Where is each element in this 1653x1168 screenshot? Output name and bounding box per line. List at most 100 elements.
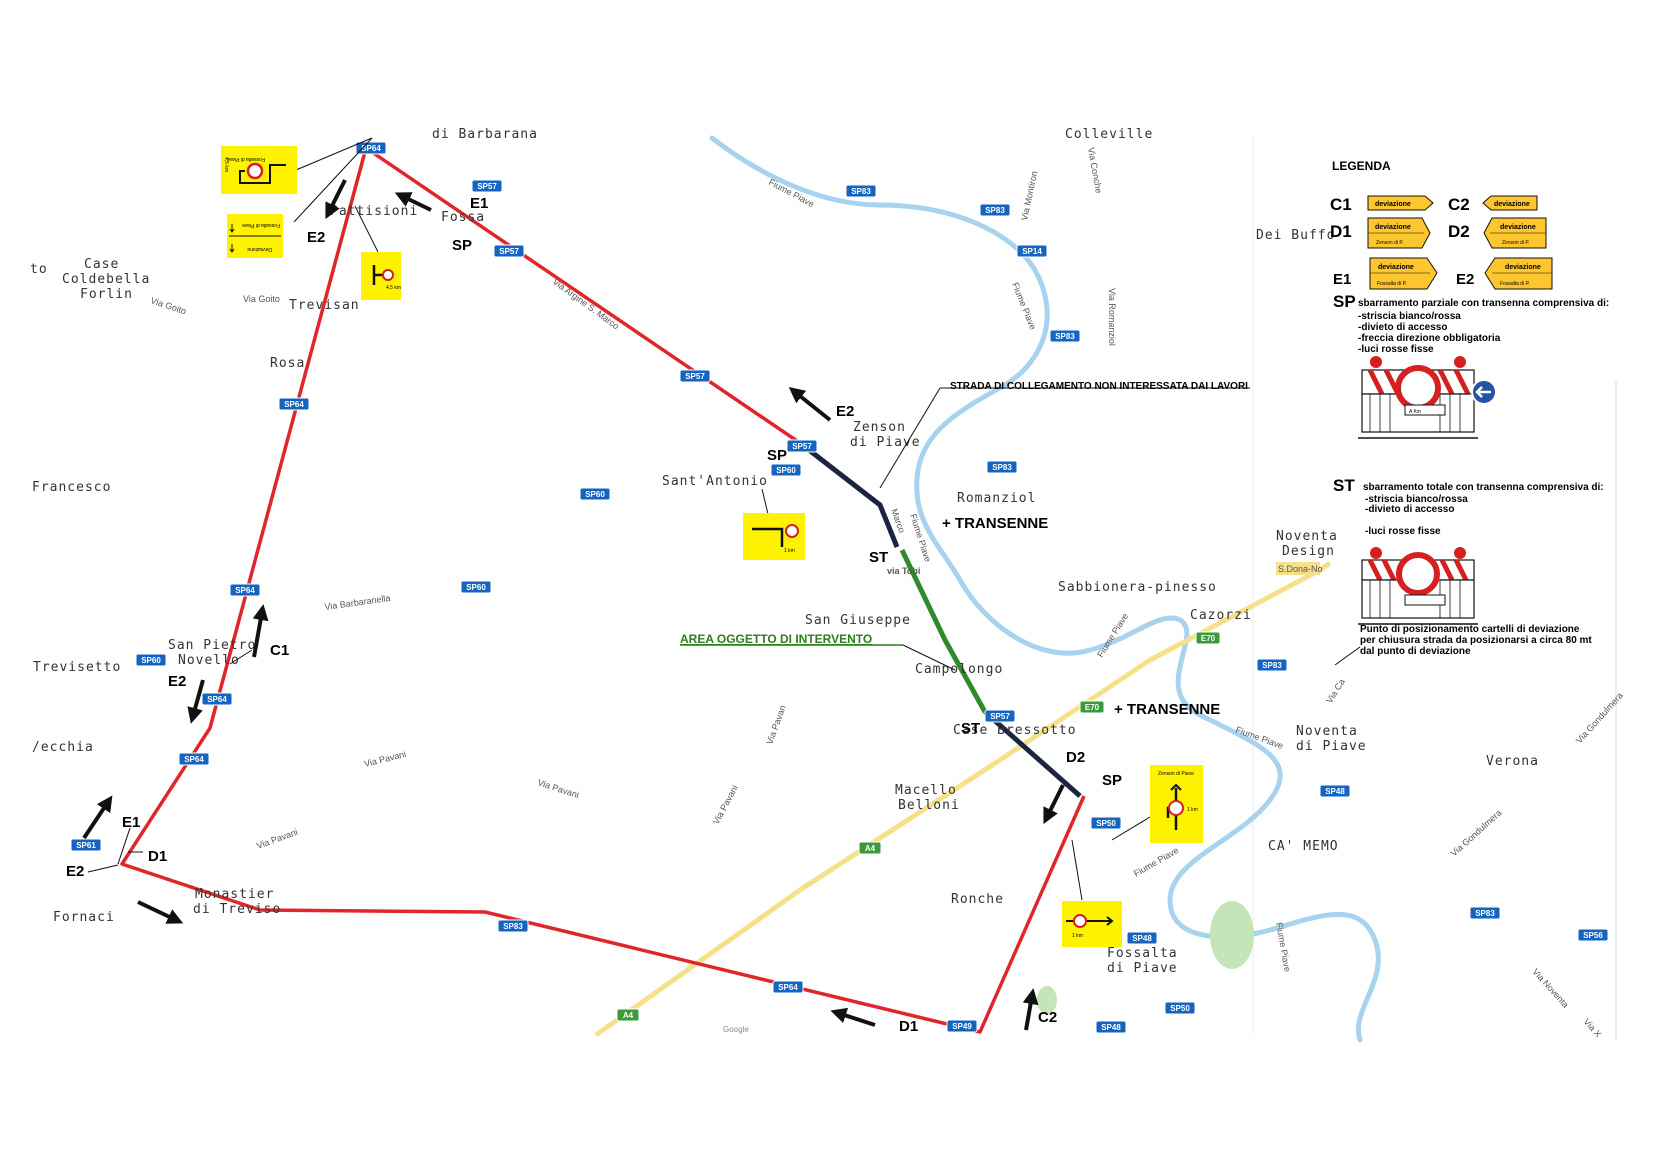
place-fossa: Fossa <box>441 210 485 225</box>
place-campolongo: Campolongo <box>915 662 1003 677</box>
place-fornaci: Fornaci <box>53 910 115 925</box>
park-area-2 <box>1037 986 1057 1014</box>
road-badge-text: SP57 <box>685 372 705 381</box>
motorway-a4 <box>594 560 1332 1038</box>
connector-strada <box>879 387 941 489</box>
road-badge-sp57-c: SP57 <box>679 369 711 383</box>
road-badge-sp50-a: SP50 <box>1090 816 1122 830</box>
place-noventa-design-2: Design <box>1282 544 1335 559</box>
arrow-monastier <box>137 900 184 924</box>
legend-sign-e1: deviazione Fossalta di P. <box>1369 257 1438 290</box>
road-badge-sp64-e: SP64 <box>178 752 210 766</box>
road-badge-sp83-f: SP83 <box>1469 906 1501 920</box>
work-area-road <box>899 548 988 714</box>
place-barbarana: di Barbarana <box>432 127 538 142</box>
place-via-tobi: via Tobi <box>887 566 920 576</box>
legend-sp-barrier: A Km <box>1358 356 1497 439</box>
road-badge-text: SP60 <box>776 466 796 475</box>
legend-sign-e2: deviazione Fossalta di P. <box>1484 257 1553 290</box>
road-badge-sp83-g: SP83 <box>497 919 529 933</box>
arrow-c2 <box>1022 988 1039 1031</box>
legend-sign-c1: deviazione <box>1367 195 1434 211</box>
road-badge-sp49: SP49 <box>946 1019 978 1033</box>
road-badge-sp50-b: SP50 <box>1164 1001 1196 1015</box>
sign-zenson-title: Zenson di Piave <box>1158 771 1194 777</box>
route-labels: E1 E2 SP E2 SP ST C1 E2 E1 D1 E2 ST D2 S… <box>66 195 1122 1035</box>
motorway-exit-text: S.Dona-No <box>1278 564 1323 574</box>
place-pattisioni: Pattisioni <box>330 204 418 219</box>
road-badge-text: SP64 <box>778 983 798 992</box>
place-francesco: Francesco <box>32 480 111 495</box>
label-st-low: ST <box>961 720 980 737</box>
map-signs: Fossalta di Piave 4,5 km Fossalta di Pia… <box>221 146 1203 947</box>
legend-sp-item4: -luci rosse fisse <box>1358 344 1434 355</box>
legend-st-code: ST <box>1333 476 1355 495</box>
sign-zenson-km: 1 km <box>1187 807 1198 813</box>
place-macello-1: Macello <box>895 783 957 798</box>
detour-route <box>120 147 1086 1034</box>
legend-st-item3: -luci rosse fisse <box>1365 526 1441 537</box>
sign-45km-text: 4,5 km <box>386 285 401 291</box>
arrow-e2-mid <box>788 387 832 422</box>
road-badge-text: SP64 <box>207 695 227 704</box>
connector-note <box>1334 646 1361 666</box>
label-e1-left: E1 <box>122 814 140 831</box>
place-case-1: Case <box>84 257 119 272</box>
place-sant-antonio: Sant'Antonio <box>662 474 768 489</box>
label-e2-top: E2 <box>307 229 325 246</box>
sign-zenson: Zenson di Piave 1 km <box>1150 765 1203 843</box>
road-badge-sp83-c: SP83 <box>1049 329 1081 343</box>
road-badge-a4-a: A4 <box>858 841 882 855</box>
road-badge-text: E70 <box>1201 634 1216 643</box>
arrow-e1-left <box>82 795 113 840</box>
label-sp-top: SP <box>452 237 472 254</box>
legend-sign-d1: deviazione Zenson di P. <box>1367 217 1431 249</box>
connector-c1 <box>229 649 253 665</box>
place-ronche: Ronche <box>951 892 1004 907</box>
direction-arrows <box>82 179 1065 1031</box>
road-badge-sp64-b: SP64 <box>278 397 310 411</box>
place-monastier-1: Monastier <box>195 887 274 902</box>
place-vecchia: /ecchia <box>32 740 94 755</box>
legend-c2: C2 <box>1448 195 1470 214</box>
legend-sp-barrier-label: A Km <box>1409 409 1421 415</box>
road-badge-sp57-b: SP57 <box>493 244 525 258</box>
legend-c1-text: deviazione <box>1375 201 1411 208</box>
place-ca-memo: CA' MEMO <box>1268 839 1339 854</box>
legend-c2-text: deviazione <box>1494 201 1530 208</box>
connector-bottom-sign <box>1071 839 1083 901</box>
road-badge-a4-b: A4 <box>616 1008 640 1022</box>
road-badge-sp57-d: SP57 <box>786 439 818 453</box>
motorway-exit-label: S.Dona-No <box>1276 562 1323 575</box>
label-e2-left: E2 <box>168 673 186 690</box>
road-badge-sp57-e: SP57 <box>984 709 1016 723</box>
legend-st-item2: -divieto di accesso <box>1365 504 1454 515</box>
legend-panel: LEGENDA C1 deviazione C2 deviazione D1 d… <box>1330 159 1609 657</box>
road-badges: SP64SP57SP57SP83SP83SP14SP83SP57SP64SP57… <box>70 141 1609 1034</box>
place-zenson-1: Zenson <box>853 420 906 435</box>
label-e2-mid: E2 <box>836 403 854 420</box>
legend-d2-text: deviazione <box>1500 224 1536 231</box>
arrow-e2-top <box>325 179 347 220</box>
road-badge-text: SP83 <box>1475 909 1495 918</box>
connector-zenson-sign <box>1111 816 1151 841</box>
sign-mid: 1 km <box>743 513 805 560</box>
place-rosa: Rosa <box>270 356 305 371</box>
annotation-strada: STRADA DI COLLEGAMENTO NON INTERESSATA D… <box>950 381 1248 392</box>
road-badge-text: SP83 <box>1055 332 1075 341</box>
road-badge-text: SP60 <box>585 490 605 499</box>
legend-sp-item3: -freccia direzione obbligatoria <box>1358 333 1501 344</box>
legend-d2: D2 <box>1448 222 1470 241</box>
label-c1: C1 <box>270 642 289 659</box>
place-zenson-2: di Piave <box>850 435 921 450</box>
road-badge-text: SP64 <box>284 400 304 409</box>
place-case-bressotto: Case Bressotto <box>953 723 1077 738</box>
place-noventa-piave-2: di Piave <box>1296 739 1367 754</box>
road-badge-sp60-d: SP60 <box>135 653 167 667</box>
closed-road-south <box>983 710 1082 798</box>
place-noventa-piave-1: Noventa <box>1296 724 1358 739</box>
place-labels: Case Coldebella Forlin to Francesco Trev… <box>30 127 1538 976</box>
sign-bottom: 1 km <box>1062 901 1122 947</box>
road-badge-text: SP48 <box>1132 934 1152 943</box>
label-st-mid: ST <box>869 549 888 566</box>
